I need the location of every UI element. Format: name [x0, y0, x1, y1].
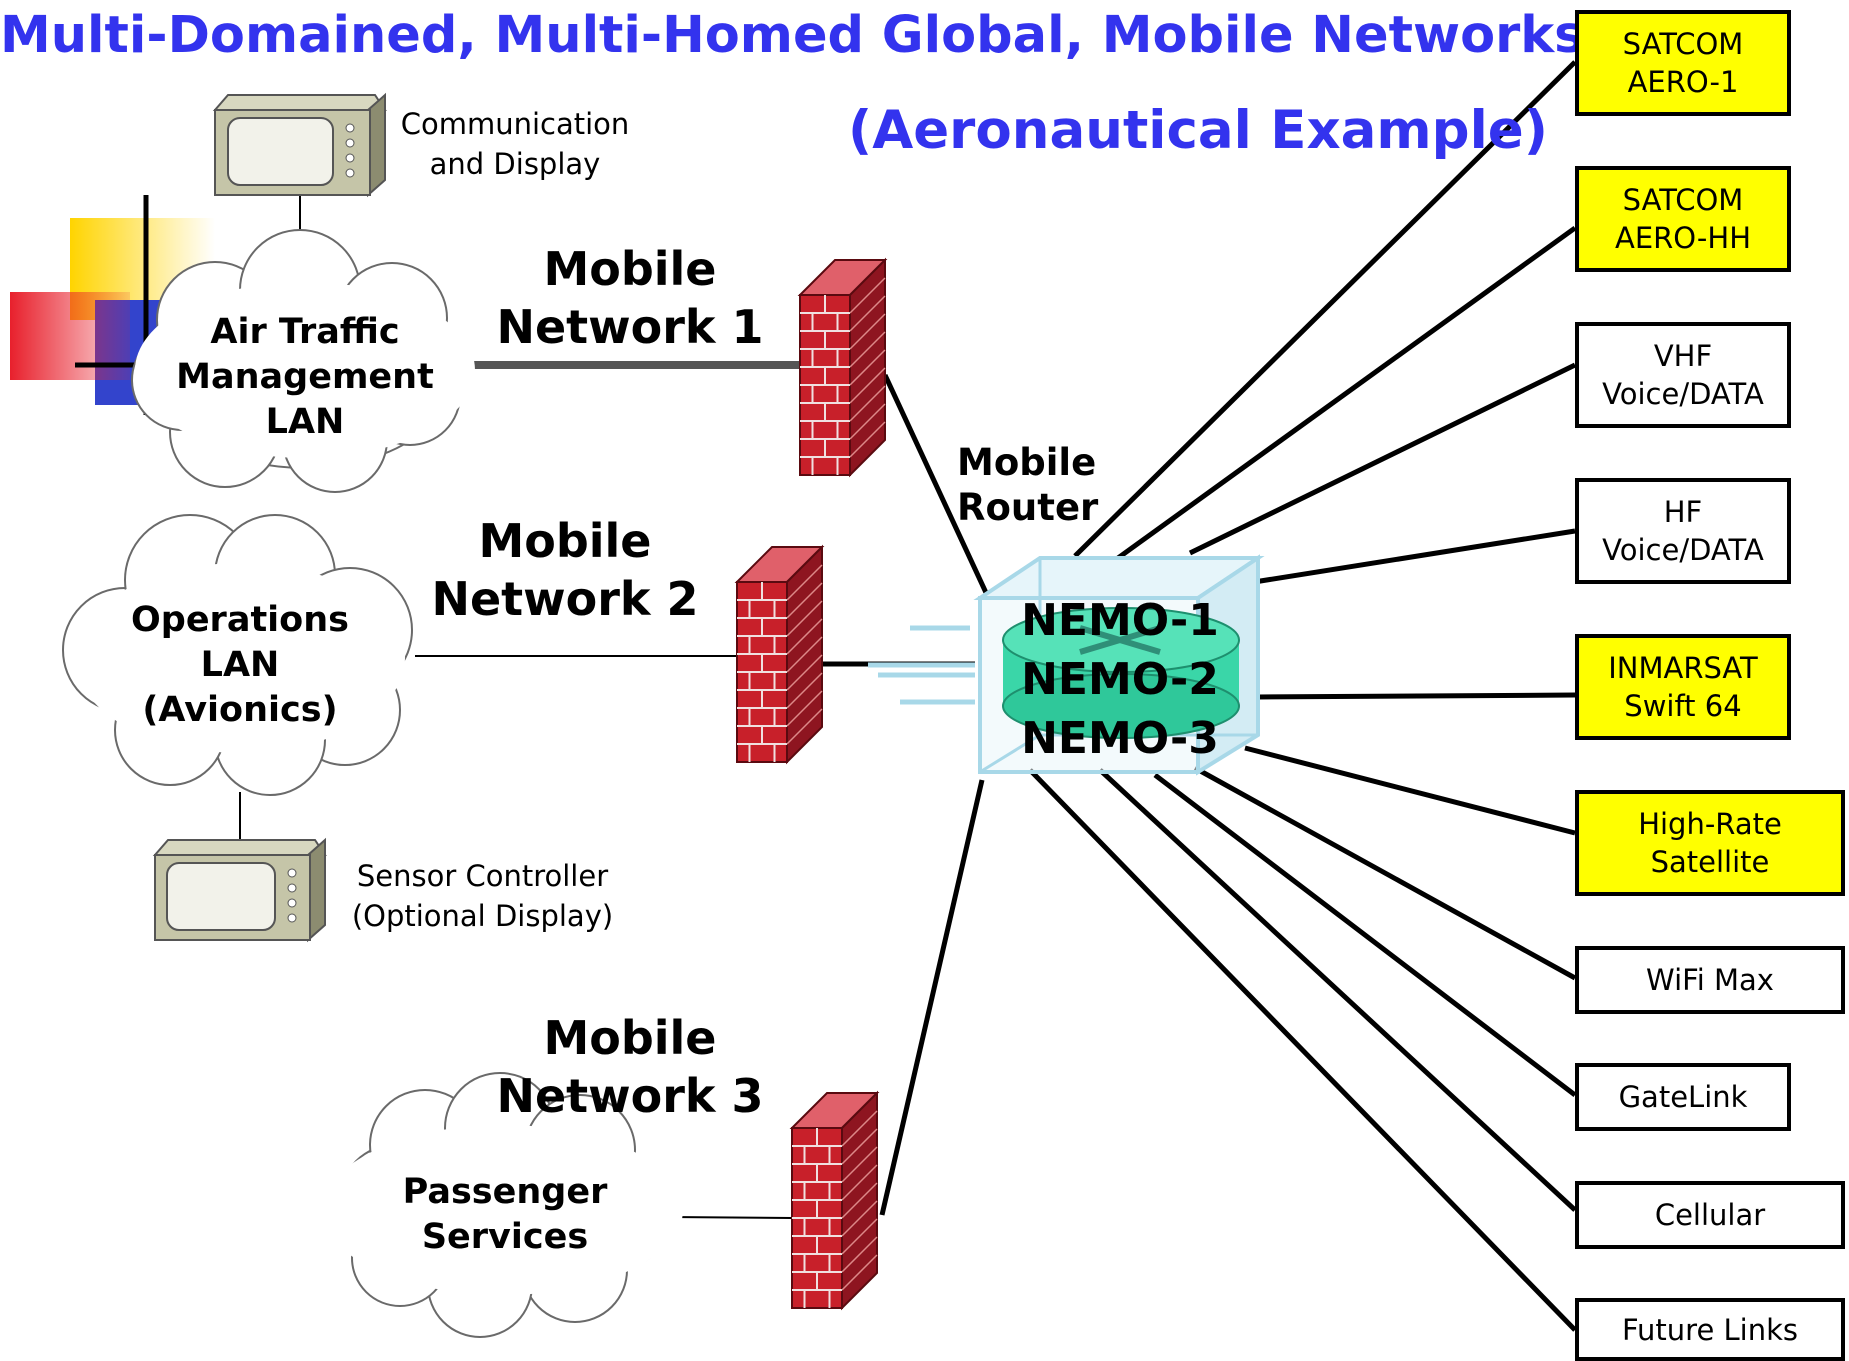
- cloud-label-passenger: Passenger Services: [402, 1172, 608, 1257]
- link-line-satcom-aero-hh: [1116, 225, 1577, 561]
- link-box-future-links: Future Links: [1575, 1298, 1845, 1361]
- firewall-icon-2: [734, 544, 825, 765]
- link-lines: [1028, 60, 1577, 1332]
- link-line-high-rate-satellite: [1244, 745, 1576, 836]
- router-label: Mobile Router: [957, 441, 1099, 529]
- firewall-icon-1: [797, 257, 888, 478]
- link-box-satcom-aero-1: SATCOM AERO-1: [1575, 10, 1791, 116]
- cloud-label-operations: Operations LAN (Avionics): [131, 600, 349, 730]
- link-line-satcom-aero-1: [1073, 60, 1577, 558]
- router-icon: [868, 554, 1265, 776]
- link-line-gatelink: [1153, 773, 1577, 1097]
- link-box-wifi-max: WiFi Max: [1575, 946, 1845, 1014]
- nemo-1-label: NEMO-1: [1021, 595, 1219, 646]
- nemo-2-label: NEMO-2: [1021, 654, 1219, 705]
- link-box-hf: HF Voice/DATA: [1575, 478, 1791, 584]
- firewall-icon-3: [789, 1090, 880, 1311]
- cloud-operations-lan: [62, 514, 413, 796]
- link-line-cellular: [1098, 768, 1577, 1212]
- link-line-wifi-max: [1193, 765, 1577, 981]
- monitor-icon-top: [212, 92, 387, 198]
- link-box-gatelink: GateLink: [1575, 1063, 1791, 1131]
- cloud-passenger-services: [323, 1072, 683, 1338]
- network-1-title: Mobile Network 1: [496, 242, 764, 354]
- diagram-title: Multi-Domained, Multi-Homed Global, Mobi…: [0, 6, 1585, 65]
- cloud-label-air-traffic: Air Traffic Management LAN: [176, 312, 434, 442]
- link-box-inmarsat: INMARSAT Swift 64: [1575, 634, 1791, 740]
- device-label-communication: Communication and Display: [400, 107, 630, 181]
- firewall3-to-router-line: [879, 779, 985, 1216]
- lan3-to-firewall-line: [667, 1216, 793, 1219]
- link-line-vhf: [1188, 362, 1577, 556]
- link-line-hf: [1247, 528, 1576, 586]
- device-label-sensor: Sensor Controller (Optional Display): [351, 859, 614, 933]
- network-2-title: Mobile Network 2: [431, 514, 699, 626]
- link-box-vhf: VHF Voice/DATA: [1575, 322, 1791, 428]
- network-3-title: Mobile Network 3: [496, 1011, 764, 1123]
- monitor-icon-bottom: [152, 837, 327, 943]
- link-box-high-rate-satellite: High-Rate Satellite: [1575, 790, 1845, 896]
- link-line-future-links: [1028, 768, 1577, 1332]
- firewall1-to-router-line: [882, 373, 991, 599]
- link-box-cellular: Cellular: [1575, 1181, 1845, 1249]
- diagram-subtitle: (Aeronautical Example): [848, 100, 1548, 161]
- cloud-air-traffic-lan: [131, 229, 475, 493]
- link-line-inmarsat: [1257, 692, 1576, 700]
- nemo-3-label: NEMO-3: [1021, 713, 1219, 764]
- link-box-satcom-aero-hh: SATCOM AERO-HH: [1575, 166, 1791, 272]
